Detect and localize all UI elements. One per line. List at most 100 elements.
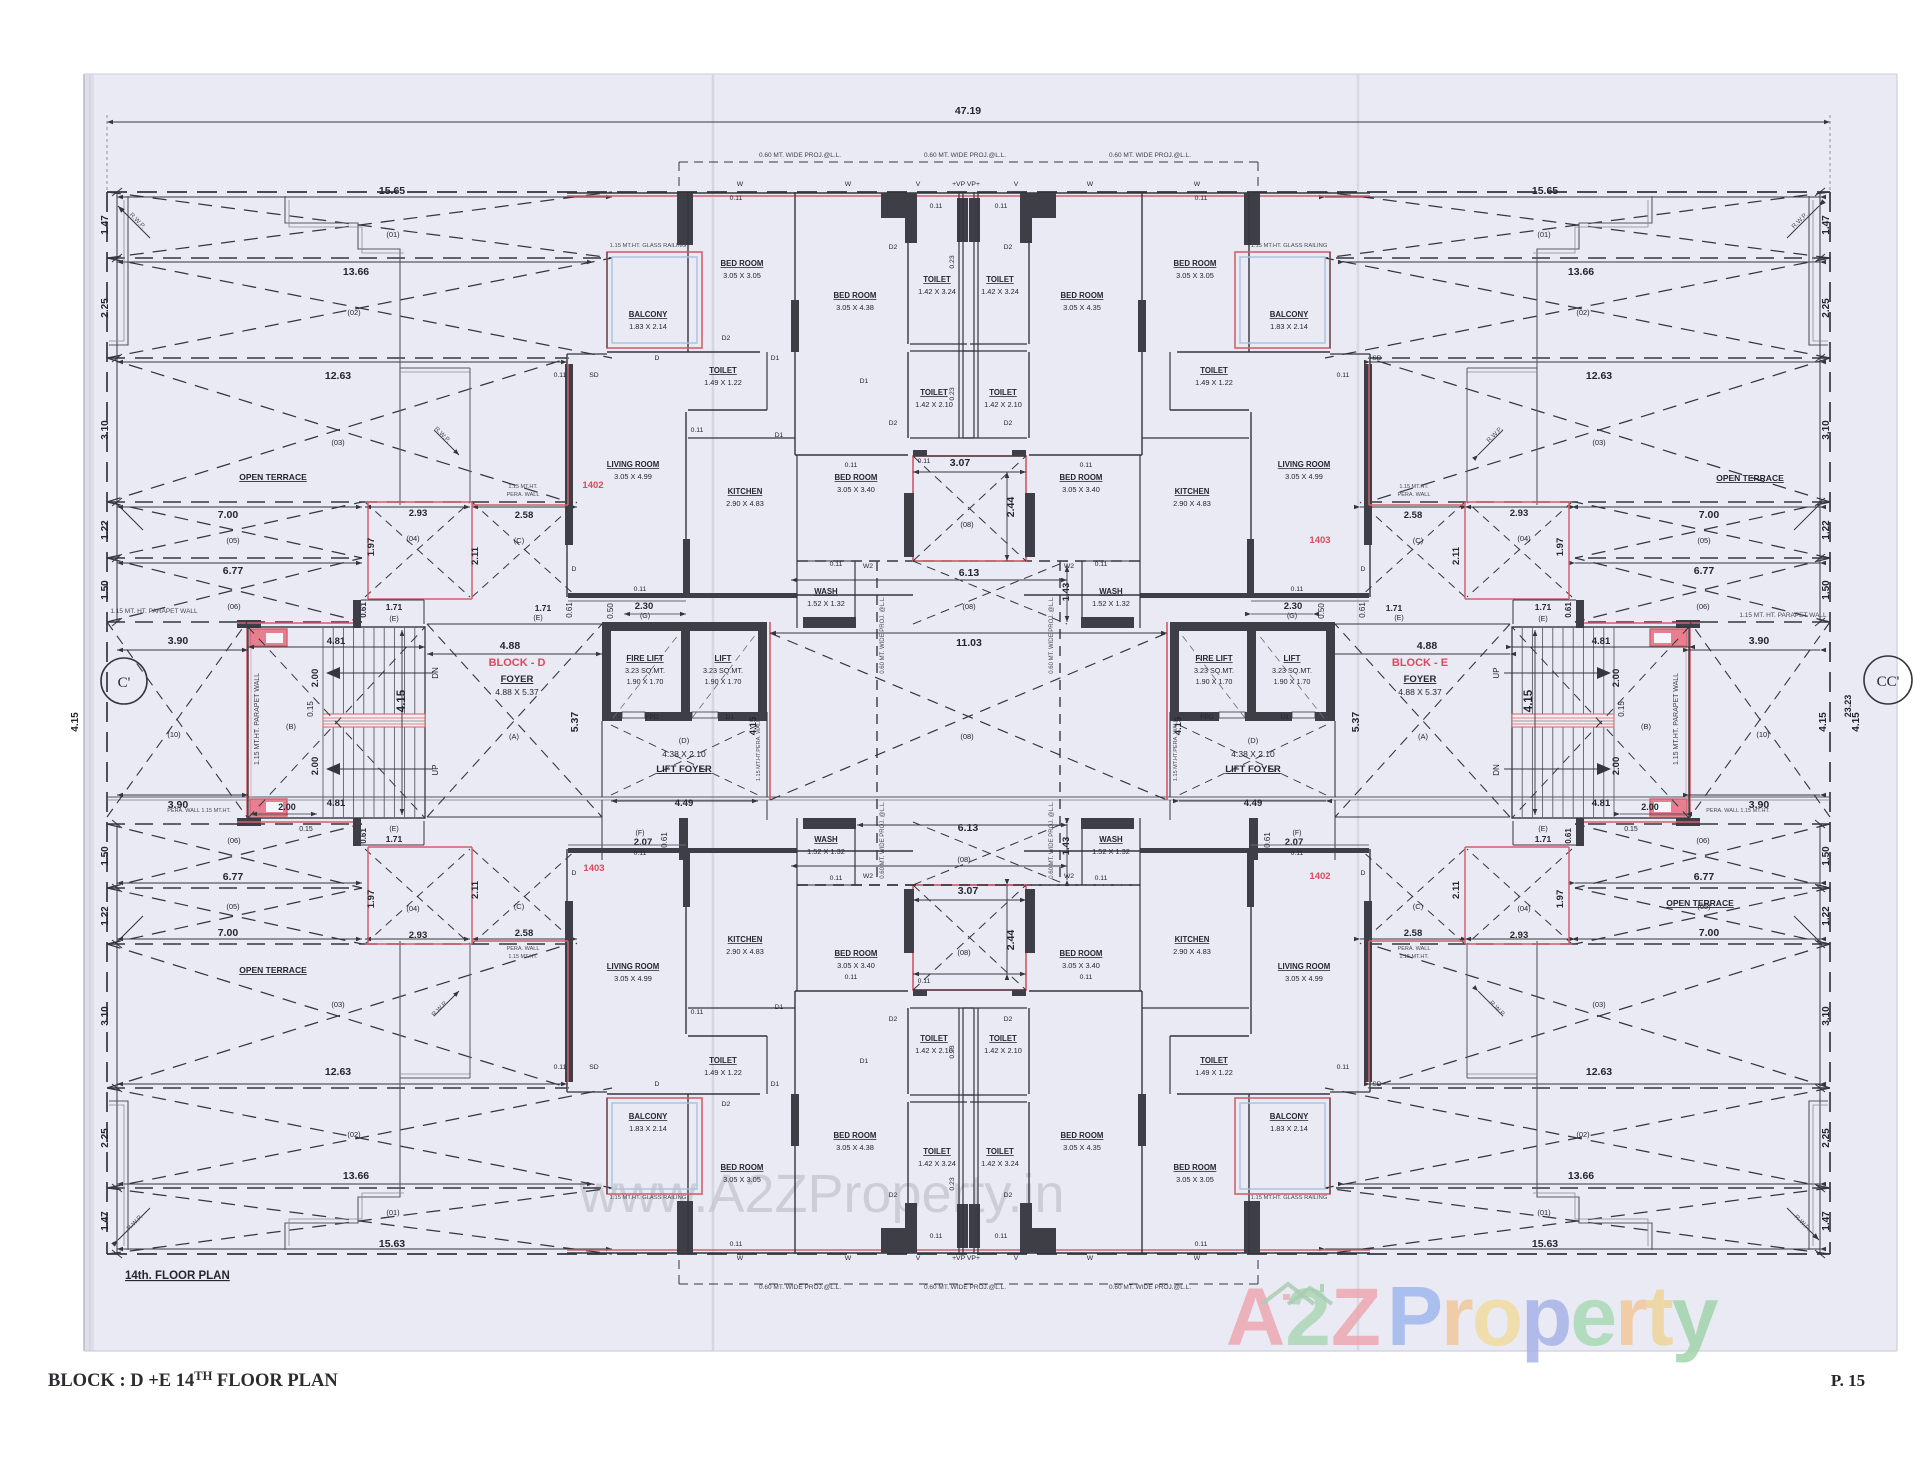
svg-text:4.38 X 2.10: 4.38 X 2.10 — [662, 749, 706, 759]
svg-text:WASH: WASH — [814, 587, 838, 596]
svg-text:5.37: 5.37 — [1350, 712, 1362, 733]
svg-text:BED ROOM: BED ROOM — [1060, 473, 1103, 482]
svg-text:1.15 MT.HT. GLASS RAILING: 1.15 MT.HT. GLASS RAILING — [1251, 243, 1328, 249]
svg-text:4.38 X 2.10: 4.38 X 2.10 — [1231, 749, 1275, 759]
svg-text:1.83 X 2.14: 1.83 X 2.14 — [1270, 1124, 1308, 1133]
svg-text:1.15 MT.HT.PERA. WALL: 1.15 MT.HT.PERA. WALL — [1173, 719, 1179, 781]
svg-text:TOILET: TOILET — [989, 388, 1017, 397]
svg-text:SD: SD — [1372, 355, 1382, 362]
svg-text:D1: D1 — [775, 1004, 784, 1011]
svg-text:BLOCK : D +E 14TH FLOOR PLAN: BLOCK : D +E 14TH FLOOR PLAN — [48, 1369, 338, 1391]
svg-text:3.05 X 4.99: 3.05 X 4.99 — [1285, 974, 1323, 983]
svg-text:2.44: 2.44 — [1005, 497, 1017, 518]
svg-text:1.42 X 3.24: 1.42 X 3.24 — [981, 1159, 1019, 1168]
svg-text:15.63: 15.63 — [379, 1238, 405, 1250]
svg-text:0.11: 0.11 — [1095, 561, 1108, 568]
svg-text:(B): (B) — [1641, 722, 1652, 731]
svg-text:1.47: 1.47 — [1821, 1211, 1832, 1231]
svg-text:7.00: 7.00 — [218, 509, 239, 521]
svg-text:1.71: 1.71 — [386, 602, 403, 612]
svg-text:(E): (E) — [389, 616, 398, 623]
svg-text:TOILET: TOILET — [986, 1147, 1014, 1156]
svg-text:2.93: 2.93 — [1510, 508, 1529, 519]
svg-text:WASH: WASH — [1099, 587, 1123, 596]
svg-text:2.93: 2.93 — [409, 508, 428, 519]
svg-text:3.05 X 4.38: 3.05 X 4.38 — [836, 1143, 874, 1152]
svg-text:13.66: 13.66 — [343, 1170, 369, 1182]
svg-text:2.11: 2.11 — [470, 546, 481, 565]
svg-text:1.49 X 1.22: 1.49 X 1.22 — [1195, 378, 1233, 387]
svg-text:4.15: 4.15 — [70, 712, 81, 732]
svg-text:D1: D1 — [726, 714, 735, 721]
svg-text:W: W — [845, 1255, 852, 1262]
svg-text:TOILET: TOILET — [923, 1147, 951, 1156]
svg-text:7.00: 7.00 — [1699, 509, 1720, 521]
svg-text:6.77: 6.77 — [223, 565, 244, 577]
svg-text:0.61: 0.61 — [359, 602, 368, 618]
svg-text:LIVING ROOM: LIVING ROOM — [607, 460, 659, 469]
svg-text:BALCONY: BALCONY — [1270, 310, 1309, 319]
svg-text:0.23: 0.23 — [949, 1177, 956, 1190]
svg-text:4.81: 4.81 — [327, 636, 346, 647]
svg-text:4.88: 4.88 — [500, 640, 521, 652]
svg-text:0.11: 0.11 — [1337, 1064, 1350, 1071]
svg-text:1.52 X 1.32: 1.52 X 1.32 — [1092, 847, 1130, 856]
svg-text:1.15 MT.HT. PARAPET WALL: 1.15 MT.HT. PARAPET WALL — [1673, 673, 1680, 765]
svg-text:6.13: 6.13 — [959, 567, 980, 579]
svg-text:2.00: 2.00 — [1611, 757, 1622, 776]
svg-text:2.90 X 4.83: 2.90 X 4.83 — [1173, 947, 1211, 956]
svg-text:0.23: 0.23 — [949, 387, 956, 400]
svg-text:DN: DN — [431, 667, 440, 679]
svg-text:3.23 SQ.MT.: 3.23 SQ.MT. — [1272, 666, 1312, 675]
svg-text:(F): (F) — [636, 830, 645, 837]
svg-text:(06): (06) — [227, 836, 241, 845]
svg-text:0.11: 0.11 — [691, 1009, 704, 1016]
svg-text:0.15: 0.15 — [306, 701, 315, 717]
svg-text:3.23 SQ.MT.: 3.23 SQ.MT. — [625, 666, 665, 675]
svg-text:6.77: 6.77 — [1694, 871, 1715, 883]
svg-text:2.58: 2.58 — [515, 510, 534, 521]
svg-text:1.43: 1.43 — [1061, 583, 1072, 602]
svg-text:DN: DN — [1492, 764, 1501, 776]
svg-text:1.15 MT.HT.PERA. WALL: 1.15 MT.HT.PERA. WALL — [756, 719, 762, 781]
svg-text:W2: W2 — [863, 873, 873, 880]
svg-text:0.61: 0.61 — [660, 832, 669, 848]
svg-text:UP: UP — [431, 764, 440, 775]
svg-text:(04): (04) — [1517, 904, 1531, 913]
svg-text:2.58: 2.58 — [1404, 928, 1423, 939]
svg-text:+VP VP+: +VP VP+ — [952, 1255, 980, 1262]
svg-text:D2: D2 — [1004, 244, 1013, 251]
svg-text:LIVING ROOM: LIVING ROOM — [1278, 962, 1330, 971]
svg-text:0.11: 0.11 — [554, 1064, 567, 1071]
svg-text:0.11: 0.11 — [1080, 974, 1093, 981]
svg-text:2.25: 2.25 — [1821, 1128, 1832, 1148]
svg-text:1.42 X 3.24: 1.42 X 3.24 — [981, 287, 1019, 296]
svg-text:1.50: 1.50 — [1821, 580, 1832, 600]
svg-text:2.93: 2.93 — [1510, 930, 1529, 941]
svg-text:(G): (G) — [640, 613, 650, 620]
svg-text:0.60 MT. WIDE PROJ. @L.L.: 0.60 MT. WIDE PROJ. @L.L. — [1049, 801, 1055, 879]
svg-text:1.15 MT.HT. GLASS RAILING: 1.15 MT.HT. GLASS RAILING — [1251, 1195, 1328, 1201]
svg-text:Property: Property — [1387, 1269, 1719, 1363]
svg-text:1.83 X 2.14: 1.83 X 2.14 — [629, 322, 667, 331]
svg-text:15.63: 15.63 — [1532, 1238, 1558, 1250]
svg-text:(E): (E) — [1394, 615, 1403, 622]
svg-text:LIFT: LIFT — [715, 654, 732, 663]
svg-text:FIRE LIFT: FIRE LIFT — [1195, 654, 1232, 663]
svg-text:0.15: 0.15 — [1624, 826, 1638, 833]
svg-text:1.50: 1.50 — [100, 846, 111, 866]
svg-text:2.00: 2.00 — [1611, 669, 1622, 688]
svg-text:1.42 X 2.10: 1.42 X 2.10 — [915, 1046, 953, 1055]
svg-text:A2Z: A2Z — [1226, 1272, 1381, 1363]
svg-text:47.19: 47.19 — [955, 105, 981, 117]
svg-text:(D): (D) — [1248, 736, 1259, 745]
svg-text:4.49: 4.49 — [1244, 798, 1263, 809]
svg-text:0.15: 0.15 — [1617, 701, 1626, 717]
svg-text:2.93: 2.93 — [409, 930, 428, 941]
svg-text:(03): (03) — [1592, 1000, 1606, 1009]
svg-text:0.11: 0.11 — [845, 974, 858, 981]
svg-text:0.15: 0.15 — [299, 826, 313, 833]
svg-text:0.60 MT. WIDE PROJ. @L.L.: 0.60 MT. WIDE PROJ. @L.L. — [1049, 596, 1055, 674]
svg-text:13.66: 13.66 — [343, 266, 369, 278]
svg-text:D1: D1 — [771, 355, 780, 362]
